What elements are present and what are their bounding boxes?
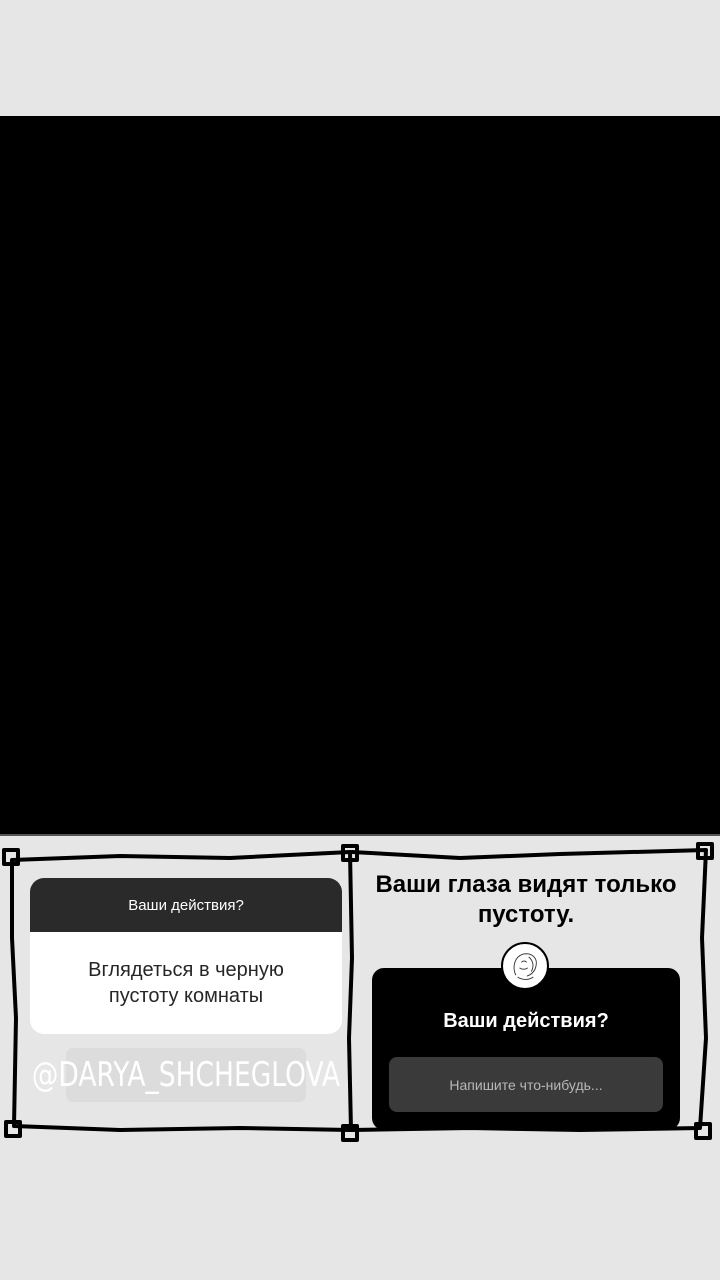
- question-sticker: Ваши действия? Вглядеться в черную пусто…: [30, 878, 342, 1034]
- black-scene-image: [0, 116, 720, 836]
- reply-input[interactable]: [389, 1057, 663, 1112]
- question-sticker-answer: Вглядеться в черную пустоту комнаты: [88, 959, 284, 1007]
- question-sticker-title: Ваши действия?: [30, 878, 342, 932]
- author-handle: @DARYA_SHCHEGLOVA: [32, 1048, 340, 1102]
- right-panel-heading: Ваши глаза видят только пустоту.: [375, 871, 677, 928]
- sketch-portrait-icon: [501, 942, 549, 990]
- reply-sticker-title: Ваши действия?: [443, 1010, 609, 1032]
- top-margin: [0, 0, 720, 116]
